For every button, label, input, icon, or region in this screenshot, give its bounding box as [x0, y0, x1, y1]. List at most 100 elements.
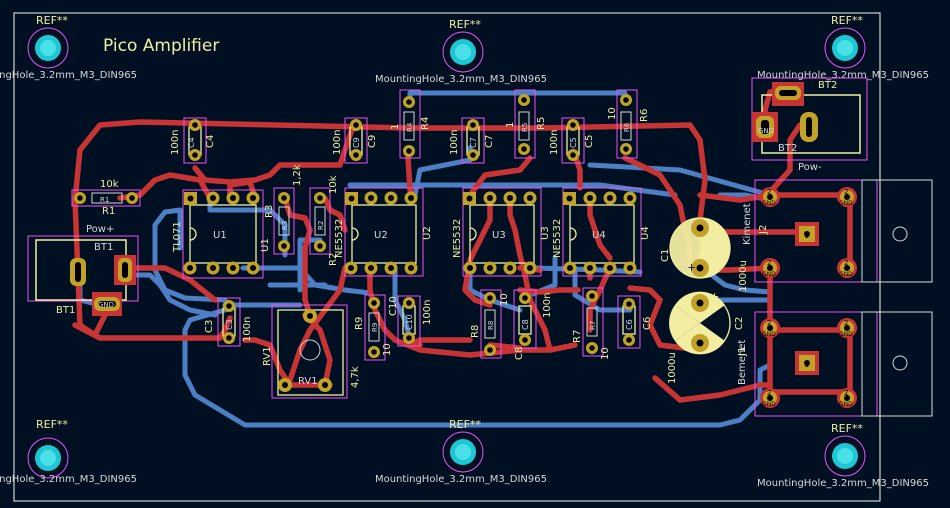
resistor-r8[interactable]: R8 R8 10: [470, 289, 510, 359]
capacitor-c5-fab: C5: [569, 137, 578, 148]
resistor-r4-fab: R4: [406, 122, 414, 132]
capacitor-c2[interactable]: 1 2 + 1000u C2: [667, 290, 745, 384]
board-title: Pico Amplifier: [103, 36, 219, 56]
resistor-r6[interactable]: 10 R6 R6: [607, 89, 650, 159]
jack-j2-ref: J2: [758, 225, 769, 235]
mounting-hole-ref: REF**: [36, 418, 68, 431]
capacitor-c3-fab: C3: [225, 319, 234, 330]
resistor-r5-fab: R5: [521, 123, 529, 132]
capacitor-c2-ref: C2: [734, 317, 745, 330]
jack-j2-gnd-d: GND: [839, 271, 853, 278]
ic-u4-ref: U4: [640, 226, 651, 240]
resistor-r5[interactable]: 1 R5 R5: [505, 89, 547, 159]
ic-u3-ref: U3: [540, 226, 551, 240]
jack-j1-pin2-a: 2: [767, 319, 771, 327]
ic-u4[interactable]: NE5532 U4 U4: [552, 187, 651, 277]
ic-u2[interactable]: NE5532 U2 U2: [334, 187, 433, 277]
resistor-r4[interactable]: 1 R4 R4: [390, 89, 431, 159]
jack-j1-pin1: 1: [804, 360, 809, 369]
capacitor-c10[interactable]: C10 C10 100n: [388, 295, 433, 347]
jack-j1-gnd-c: GND: [762, 401, 776, 408]
capacitor-c2-pin2: 2: [695, 346, 704, 351]
capacitor-c7-fab: C7: [469, 137, 478, 148]
resistor-r7-fab: R7: [589, 321, 597, 330]
battery-bt2-label: Pow-: [798, 162, 822, 173]
jack-j2-pin2-b: 2: [844, 188, 848, 196]
board-edge: [13, 12, 881, 502]
capacitor-c1-pin2: 2: [695, 271, 704, 276]
mounting-hole[interactable]: REF** MountingHole_3.2mm_M3_DIN965: [757, 422, 929, 489]
resistor-r7-value: 10: [600, 347, 611, 360]
mounting-hole-ref: REF**: [449, 418, 481, 431]
capacitor-c9-fab: C9: [352, 137, 361, 148]
capacitor-c8[interactable]: C8 C8 100n: [513, 289, 553, 360]
mounting-hole[interactable]: REF** MountingHole_3.2mm_M3_DIN965: [0, 14, 137, 81]
resistor-r7[interactable]: R7 R7 10: [572, 287, 611, 360]
jack-j1-ref: J1: [737, 347, 748, 357]
resistor-r1-ref: R1: [102, 206, 115, 217]
jack-j2[interactable]: 1 2 GND 2 GND 2 GND 2 GND Kimenet J2: [742, 179, 933, 283]
capacitor-c10-ref: C10: [388, 296, 399, 316]
capacitor-c4[interactable]: 100n C4 C4: [170, 117, 216, 164]
potentiometer-rv1[interactable]: RV1 RV1 4,7k: [262, 304, 361, 399]
jack-j2-pin2-d: 2: [844, 259, 848, 267]
capacitor-c5[interactable]: 100n C5 C5: [549, 117, 595, 164]
capacitor-c5-value: 100n: [549, 130, 560, 155]
mounting-hole-value: MountingHole_3.2mm_M3_DIN965: [0, 474, 137, 485]
capacitor-c9[interactable]: 100n C9 C9: [332, 117, 378, 164]
resistor-r6-value: 10: [607, 107, 618, 120]
capacitor-c1[interactable]: 1 2 + 1000u C1: [660, 217, 749, 292]
jack-j1[interactable]: 1 2 GND 2 GND 2 GND 2 GND Bemenet J1: [737, 311, 933, 417]
mounting-hole[interactable]: REF** MountingHole_3.2mm_M3_DIN965: [757, 14, 929, 81]
mounting-hole-value: MountingHole_3.2mm_M3_DIN965: [375, 474, 547, 485]
resistor-r2-fab: R2: [317, 221, 325, 230]
capacitor-c3[interactable]: C3 C3 100n: [204, 297, 253, 347]
capacitor-c3-ref: C3: [204, 320, 215, 333]
mounting-hole[interactable]: REF** MountingHole_3.2mm_M3_DIN965: [0, 418, 137, 485]
ic-u2-value: NE5532: [334, 219, 345, 258]
jack-j1-pin2-d: 2: [844, 389, 848, 397]
resistor-r4-ref: R4: [420, 117, 431, 130]
battery-bt1-label: Pow+: [86, 224, 114, 235]
battery-bt1[interactable]: Pow+ BT1 BT1 GND: [27, 224, 139, 316]
resistor-r2[interactable]: 10k R2 R2: [309, 175, 339, 266]
capacitor-c6[interactable]: C6 C6: [617, 295, 653, 349]
capacitor-c1-ref: C1: [660, 249, 671, 262]
resistor-r8-value: 10: [499, 293, 510, 306]
capacitor-c3-value: 100n: [242, 317, 253, 342]
jack-j1-gnd-a: GND: [762, 331, 776, 338]
mounting-hole-ref: REF**: [831, 422, 863, 435]
resistor-r5-ref: R5: [536, 117, 547, 130]
resistor-r8-fab: R8: [487, 321, 495, 330]
resistor-r1[interactable]: 10k R1 R1: [71, 179, 141, 217]
capacitor-c1-pin1: 1: [695, 231, 704, 236]
mounting-hole-value: MountingHole_3.2mm_M3_DIN965: [757, 70, 929, 81]
mounting-hole-ref: REF**: [831, 14, 863, 27]
ic-u2-fab: U2: [374, 230, 388, 241]
jack-j1-gnd-b: GND: [839, 331, 853, 338]
mounting-hole-value: MountingHole_3.2mm_M3_DIN965: [757, 478, 929, 489]
jack-j1-gnd-d: GND: [839, 401, 853, 408]
capacitor-c4-fab: C4: [187, 137, 196, 148]
mounting-hole[interactable]: REF** MountingHole_3.2mm_M3_DIN965: [375, 418, 547, 485]
battery-bt2[interactable]: Pow- BT2 BT2 GND: [751, 77, 868, 173]
ic-u1[interactable]: TL071 U1 U1: [172, 189, 271, 279]
resistor-r9[interactable]: R9 R9 10: [354, 294, 393, 361]
resistor-r3[interactable]: 1,2k R3 R3: [264, 164, 303, 255]
mounting-hole-value: MountingHole_3.2mm_M3_DIN965: [375, 74, 547, 85]
capacitor-c8-value: 100n: [542, 293, 553, 318]
resistor-r3-fab: R3: [281, 221, 289, 230]
resistor-r9-ref: R9: [354, 317, 365, 330]
resistor-r4-value: 1: [390, 124, 401, 130]
ic-u3[interactable]: NE5532 U3 U3: [452, 187, 551, 277]
resistor-r2-value: 10k: [328, 175, 339, 194]
jack-j2-pin2-a: 2: [767, 188, 771, 196]
capacitor-c7[interactable]: 100n C7 C7: [449, 117, 495, 164]
mounting-hole[interactable]: REF** MountingHole_3.2mm_M3_DIN965: [375, 18, 547, 85]
resistor-r3-value: 1,2k: [292, 164, 303, 186]
front-copper-layer: [72, 89, 853, 403]
ic-u3-value: NE5532: [452, 219, 463, 258]
capacitor-c2-pin1: 1: [695, 306, 704, 311]
jack-j2-gnd-b: GND: [839, 200, 853, 207]
